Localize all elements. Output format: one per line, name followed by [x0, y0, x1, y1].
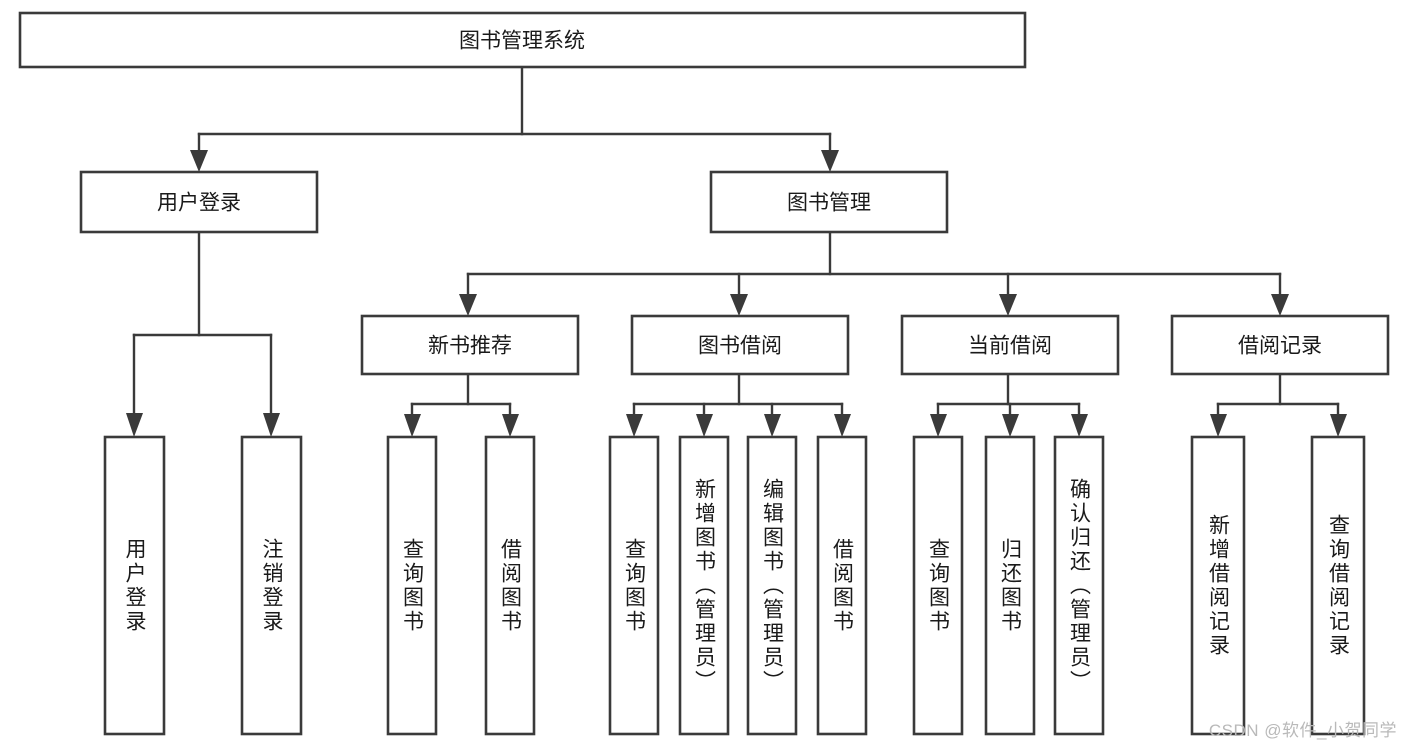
arrow-head-current-leaf3 — [1071, 414, 1088, 437]
arrow-head-leaf-logout — [263, 413, 280, 437]
leaf-node-borrow-book[interactable] — [816, 435, 868, 736]
arrow-head-user-login — [190, 150, 208, 172]
connector-layer — [126, 65, 1347, 437]
leaf-node-query-book-borrow[interactable] — [608, 435, 660, 736]
node-book-management[interactable] — [709, 170, 949, 234]
arrow-head-borrow — [730, 294, 748, 316]
node-book-borrow-label: 图书借阅 — [698, 335, 782, 358]
leaf-node-user-login[interactable] — [103, 435, 166, 736]
node-user-login-label: 用户登录 — [157, 192, 241, 215]
arrow-head-current-leaf2 — [1002, 414, 1019, 437]
arrow-head-record — [1271, 294, 1289, 316]
arrow-head-newbook-leaf2 — [502, 414, 519, 437]
arrow-head-record-leaf1 — [1210, 414, 1227, 437]
arrow-head-record-leaf2 — [1330, 414, 1347, 437]
arrow-head-borrow-leaf1 — [626, 414, 643, 437]
leaf-node-query-book-newbook[interactable] — [386, 435, 438, 736]
leaf-node-add-borrow-record[interactable] — [1190, 435, 1246, 736]
arrow-head-borrow-leaf4 — [834, 414, 851, 437]
node-borrow-record-label: 借阅记录 — [1238, 335, 1322, 358]
node-borrow-record[interactable] — [1170, 314, 1390, 376]
node-current-borrow[interactable] — [900, 314, 1120, 376]
node-new-book-recommend[interactable] — [360, 314, 580, 376]
arrow-head-newbook — [459, 294, 477, 316]
leaf-node-borrow-book-newbook[interactable] — [484, 435, 536, 736]
leaf-node-add-book-admin[interactable] — [678, 435, 730, 736]
node-layer: 图书管理系统 用户登录 图书管理 新书推荐 图书借阅 当前借阅 借阅记录 — [18, 11, 1390, 736]
node-book-management-label: 图书管理 — [787, 192, 871, 215]
node-root-label: 图书管理系统 — [459, 30, 585, 53]
arrow-head-current-leaf1 — [930, 414, 947, 437]
node-current-borrow-label: 当前借阅 — [968, 335, 1052, 358]
node-user-login[interactable] — [79, 170, 319, 234]
arrow-head-newbook-leaf1 — [404, 414, 421, 437]
leaf-node-query-borrow-record[interactable] — [1310, 435, 1366, 736]
node-book-borrow[interactable] — [630, 314, 850, 376]
node-root-book-management-system[interactable] — [18, 11, 1027, 69]
node-new-book-recommend-label: 新书推荐 — [428, 335, 512, 358]
leaf-node-edit-book-admin[interactable] — [746, 435, 798, 736]
arrow-head-book-manage — [821, 150, 839, 172]
arrow-head-borrow-leaf2 — [696, 414, 713, 437]
watermark-text: CSDN @软件_小贺同学 — [1208, 721, 1397, 740]
leaf-node-return-book[interactable] — [984, 435, 1036, 736]
leaf-node-logout[interactable] — [240, 435, 303, 736]
leaf-node-confirm-return-admin[interactable] — [1053, 435, 1105, 736]
leaf-node-query-book-current[interactable] — [912, 435, 964, 736]
arrow-head-leaf-user-login — [126, 413, 143, 437]
arrow-head-current — [999, 294, 1017, 316]
arrow-head-borrow-leaf3 — [764, 414, 781, 437]
